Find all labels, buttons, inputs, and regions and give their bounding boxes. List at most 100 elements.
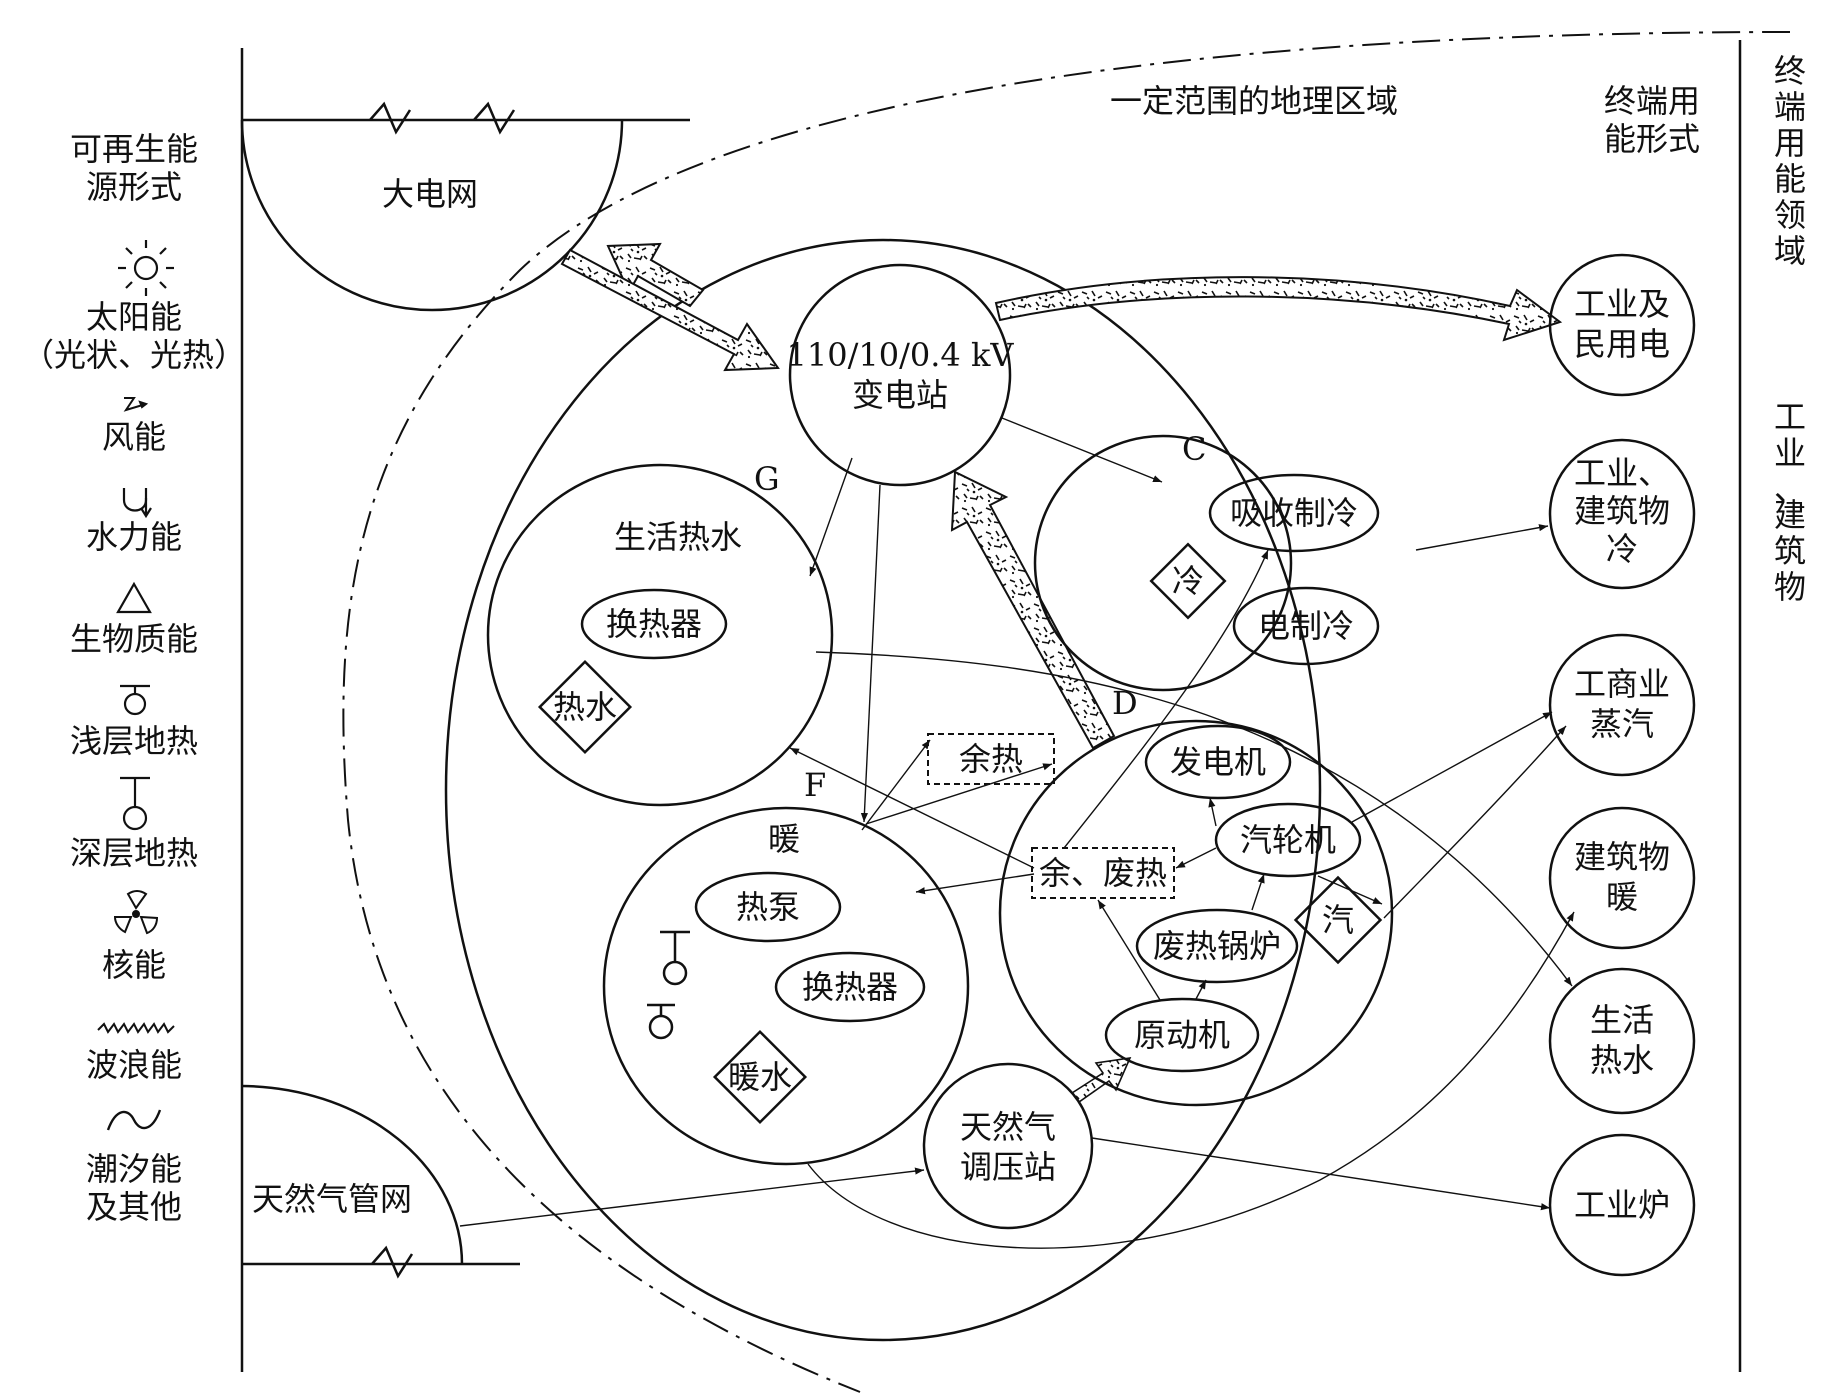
gas-network-node: 天然气管网 xyxy=(241,1084,520,1279)
thick-arrows xyxy=(560,242,1563,1104)
flow-lines xyxy=(459,417,1575,1249)
d-generator-label: 发电机 xyxy=(1170,743,1266,781)
gas-station-node xyxy=(922,1062,1094,1230)
end-use-3-line1: 建筑物 xyxy=(1574,838,1670,876)
c-absorption-label: 吸收制冷 xyxy=(1230,494,1358,532)
substation-line1: 110/10/0.4 kV xyxy=(787,336,1015,374)
end-use-header-1: 终端用 xyxy=(1604,82,1700,120)
waste-heat-box xyxy=(927,733,1055,785)
end-use-nodes: 工业及 民用电 工业、 建筑物 冷 工商业 蒸汽 建筑物 暖 生活 热水 工业炉 xyxy=(1548,253,1696,1277)
domain-value: 工 业 、 建 筑 物 xyxy=(1774,398,1806,606)
solar-label: 太阳能 xyxy=(86,298,182,336)
renewables-legend: 可再生能 源形式 太阳能 （光状、光热） 风能 水力能 生物质能 xyxy=(22,130,246,1226)
d-waste-heat-label: 余、废热 xyxy=(1039,854,1167,892)
wind-icon xyxy=(123,397,149,412)
c-cold-label: 冷 xyxy=(1172,562,1204,600)
generation-return-arrow xyxy=(950,470,1116,750)
deep-geothermal-icon xyxy=(660,930,690,986)
renewables-title-2: 源形式 xyxy=(86,168,182,206)
wave-icon xyxy=(97,1022,175,1034)
hydro-icon xyxy=(122,488,152,519)
domain-header-char: 能 xyxy=(1774,160,1806,198)
g-exchanger-label: 换热器 xyxy=(606,605,702,643)
subsystem-g-title: 生活热水 xyxy=(614,518,742,556)
end-use-steam xyxy=(1548,633,1696,777)
subsystem-g-letter: G xyxy=(754,460,780,498)
end-use-1-line2: 建筑物 xyxy=(1574,492,1670,530)
end-use-4-line2: 热水 xyxy=(1590,1041,1654,1079)
power-import-arrow xyxy=(560,248,780,372)
domain-header-char: 终 xyxy=(1774,52,1806,90)
end-use-5-line1: 工业炉 xyxy=(1574,1186,1670,1224)
end-use-header-2: 能形式 xyxy=(1604,120,1700,158)
deep-geothermal-label: 深层地热 xyxy=(70,834,198,872)
local-system-boundary xyxy=(444,238,1322,1342)
subsystem-g: G 生活热水 换热器 热水 xyxy=(486,460,834,807)
domain-header-char: 用 xyxy=(1774,124,1806,162)
subsystem-f-title: 暖 xyxy=(768,820,800,858)
grid-node: 大电网 xyxy=(240,101,690,312)
tide-icon xyxy=(106,1109,162,1131)
subsystem-f-letter: F xyxy=(804,766,826,804)
wind-label: 风能 xyxy=(102,418,166,456)
end-use-furnace xyxy=(1548,1133,1696,1277)
end-use-3-line2: 暖 xyxy=(1606,878,1638,916)
f-exchanger-label: 换热器 xyxy=(802,968,898,1006)
electricity-supply-arrow xyxy=(994,276,1563,342)
waste-heat-label: 余热 xyxy=(959,740,1023,778)
subsystem-d: D 发电机 汽轮机 余、废热 汽 废热锅炉 原动机 xyxy=(998,684,1394,1107)
domain-value-char: 筑 xyxy=(1774,532,1806,570)
tide-sub-label: 及其他 xyxy=(86,1188,182,1226)
region-label: 一定范围的地理区域 xyxy=(1110,82,1398,120)
domain-header-char: 端 xyxy=(1774,88,1806,126)
wave-label: 波浪能 xyxy=(86,1046,182,1084)
f-heat-pump-label: 热泵 xyxy=(736,888,800,926)
deep-geothermal-icon xyxy=(120,776,150,831)
d-turbine-label: 汽轮机 xyxy=(1240,821,1336,859)
end-use-electricity xyxy=(1548,253,1696,397)
end-use-cooling xyxy=(1548,438,1696,590)
substation-node xyxy=(788,263,1012,487)
gas-network-label: 天然气管网 xyxy=(252,1180,412,1218)
domain-value-char: 业 xyxy=(1774,434,1806,472)
shallow-geothermal-icon xyxy=(647,1003,675,1040)
c-electric-label: 电制冷 xyxy=(1258,607,1354,645)
f-warm-water-label: 暖水 xyxy=(728,1058,792,1096)
shallow-geothermal-icon xyxy=(120,684,150,716)
shallow-geothermal-label: 浅层地热 xyxy=(70,722,198,760)
end-use-0-line1: 工业及 xyxy=(1574,285,1670,323)
subsystem-c: C 吸收制冷 电制冷 冷 xyxy=(1033,430,1380,692)
end-use-2-line2: 蒸汽 xyxy=(1590,705,1654,743)
d-prime-mover-label: 原动机 xyxy=(1134,1016,1230,1054)
solar-sub-label: （光状、光热） xyxy=(22,336,246,374)
end-use-hot-water xyxy=(1548,967,1696,1115)
domain-header-char: 域 xyxy=(1774,232,1806,270)
gas-station-line2: 调压站 xyxy=(960,1148,1056,1186)
tide-label: 潮汐能 xyxy=(86,1150,182,1188)
power-export-arrow xyxy=(606,242,705,308)
substation-line2: 变电站 xyxy=(852,376,948,414)
domain-value-char: 、 xyxy=(1774,470,1806,508)
subsystem-c-letter: C xyxy=(1182,430,1206,468)
nuclear-icon xyxy=(113,890,159,935)
biomass-triangle-icon xyxy=(116,581,152,614)
d-boiler-label: 废热锅炉 xyxy=(1153,927,1281,965)
end-use-1-line1: 工业、 xyxy=(1574,454,1670,492)
domain-value-char: 物 xyxy=(1774,568,1806,606)
g-hot-water-label: 热水 xyxy=(553,688,617,726)
domain-header-char: 领 xyxy=(1774,196,1806,234)
hydro-label: 水力能 xyxy=(86,518,182,556)
domain-header: 终 端 用 能 领 域 xyxy=(1774,52,1806,270)
sun-icon xyxy=(118,240,174,296)
domain-value-char: 工 xyxy=(1774,398,1806,436)
end-use-2-line1: 工商业 xyxy=(1574,665,1670,703)
end-use-0-line2: 民用电 xyxy=(1574,325,1670,363)
end-use-4-line1: 生活 xyxy=(1590,1001,1654,1039)
grid-label: 大电网 xyxy=(382,175,478,213)
nuclear-label: 核能 xyxy=(102,946,166,984)
biomass-label: 生物质能 xyxy=(70,620,198,658)
subsystem-f: F 暖 热泵 换热器 暖水 xyxy=(602,766,970,1166)
gas-station-line1: 天然气 xyxy=(960,1108,1056,1146)
